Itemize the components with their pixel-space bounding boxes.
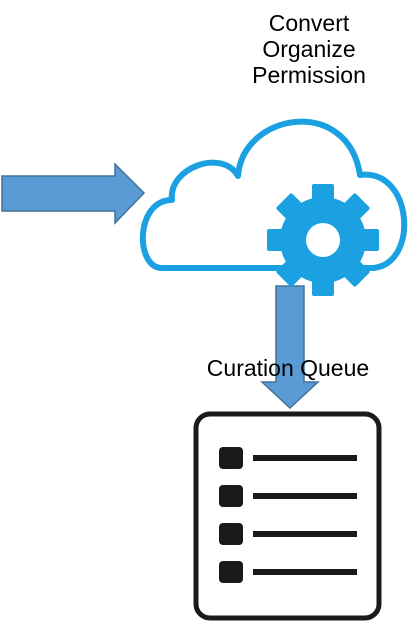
queue-item-line (253, 455, 357, 461)
down-arrow-icon (260, 285, 320, 410)
queue-item-checkbox (219, 523, 243, 545)
right-arrow-icon (1, 162, 146, 225)
queue-item-checkbox (219, 447, 243, 469)
queue-item-checkbox (219, 561, 243, 583)
curation-queue-label: Curation Queue (206, 355, 370, 381)
process-steps-label: Convert Organize Permission (209, 10, 409, 88)
queue-item-checkbox (219, 485, 243, 507)
queue-item-line (253, 531, 357, 537)
step-convert: Convert (268, 10, 350, 36)
queue-item-line (253, 569, 357, 575)
step-organize: Organize (262, 36, 356, 62)
checklist-icon (193, 411, 382, 621)
step-permission: Permission (252, 62, 366, 88)
gear-icon (267, 184, 379, 296)
queue-item-line (253, 493, 357, 499)
